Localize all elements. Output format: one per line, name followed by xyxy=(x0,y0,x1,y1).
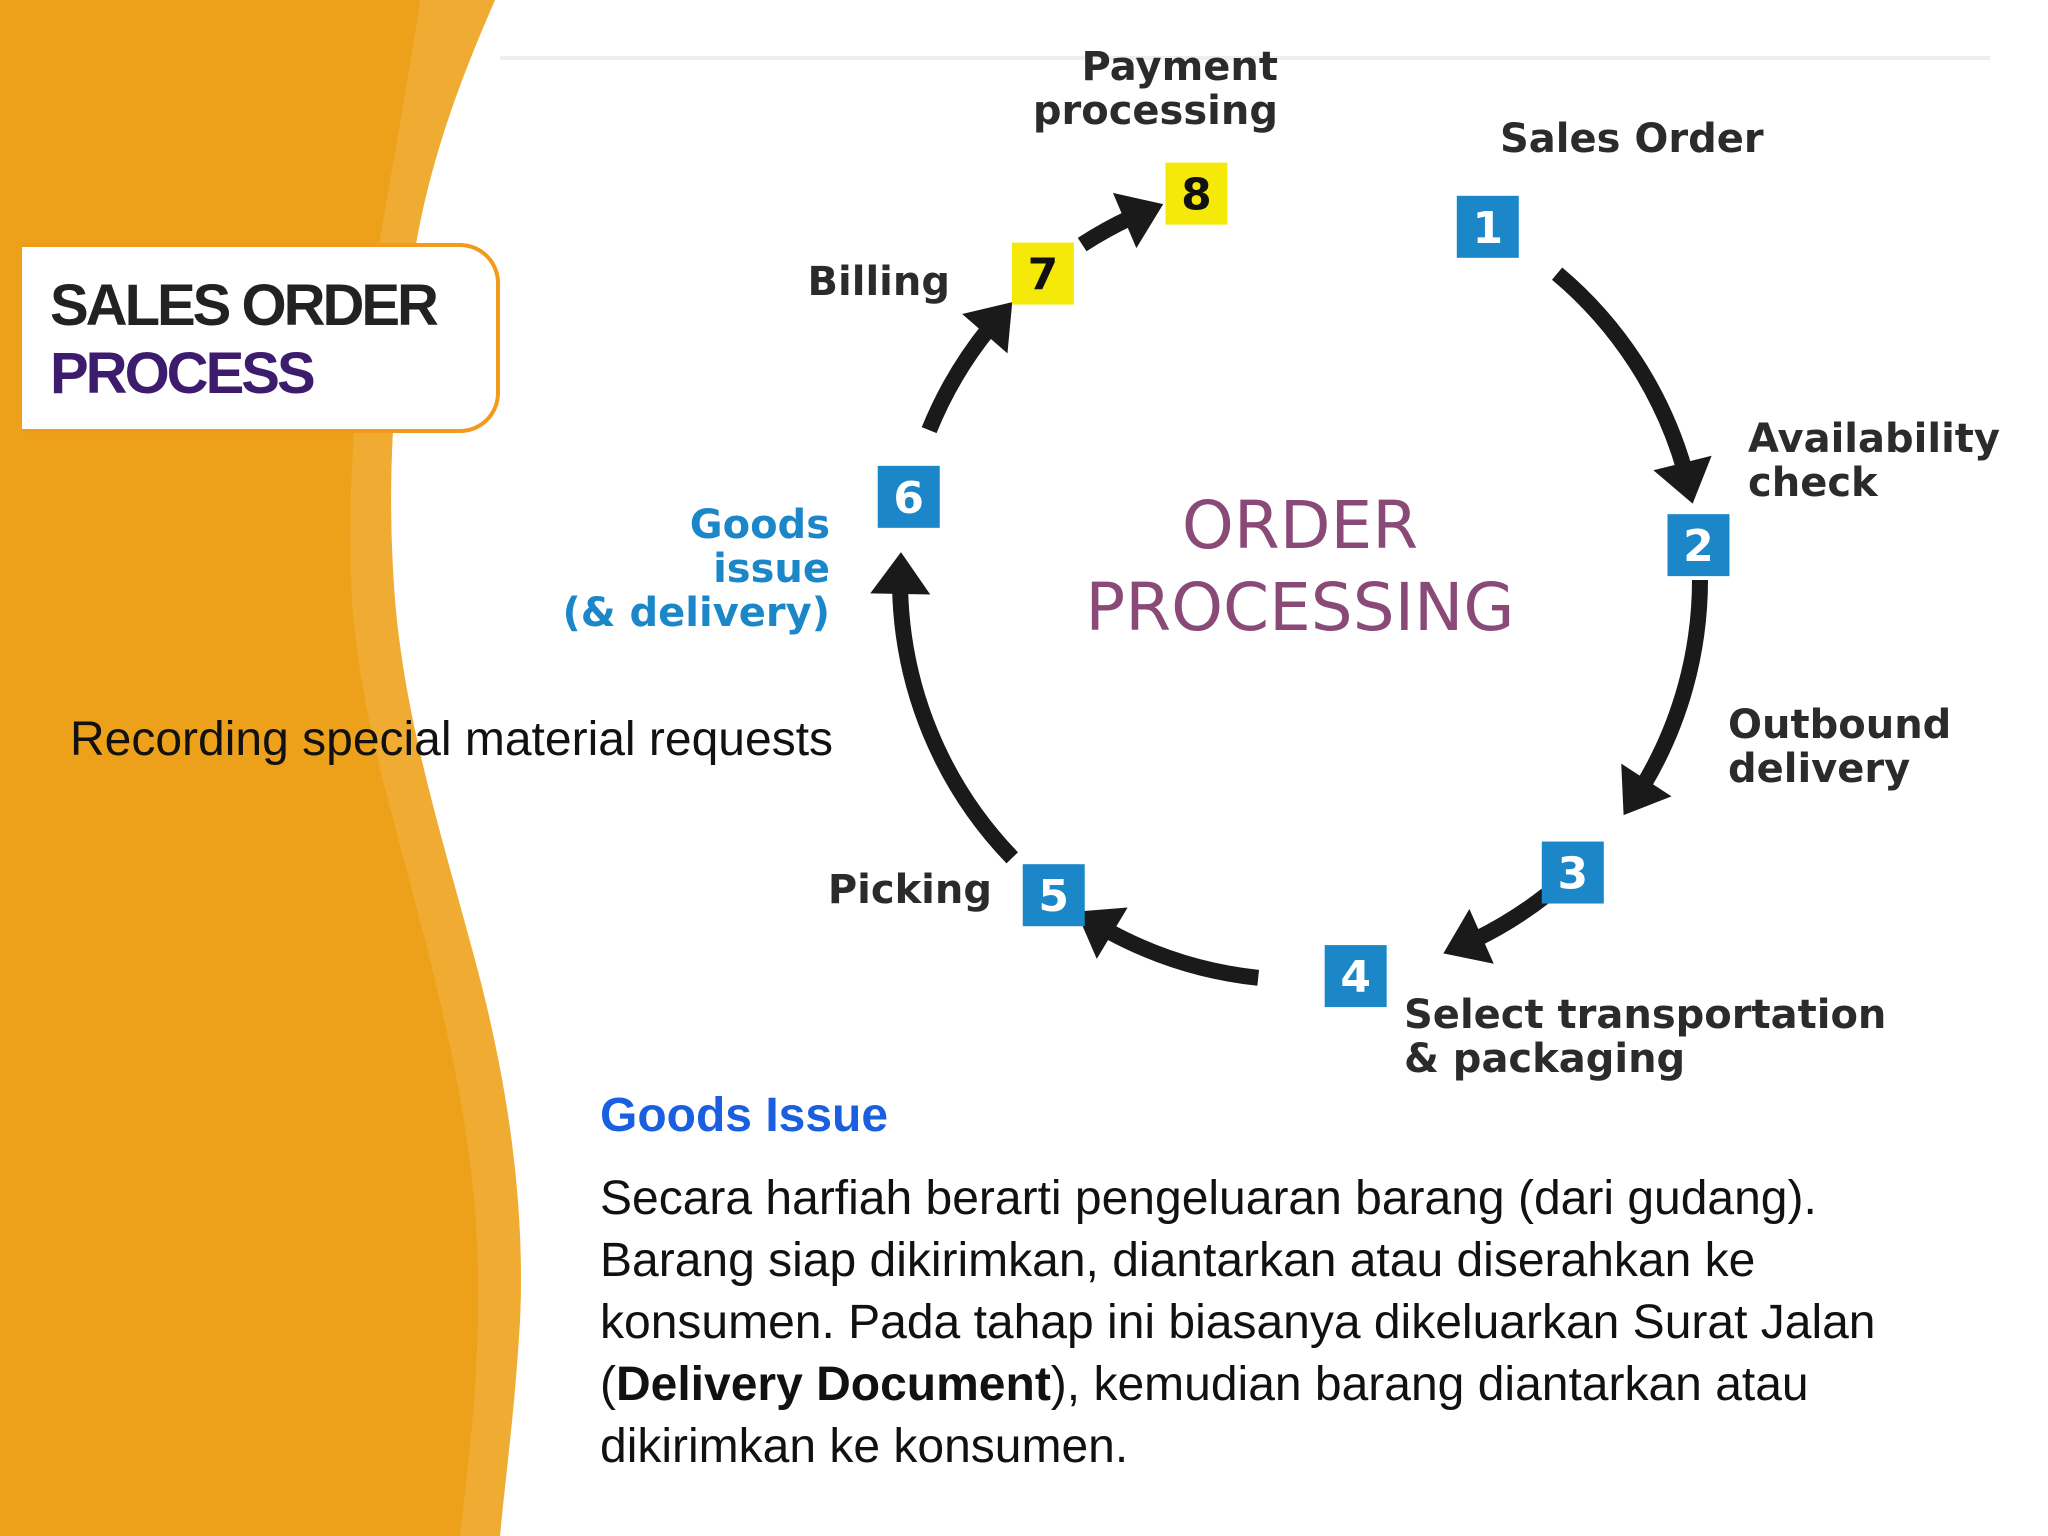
step-7-label-line: Billing xyxy=(808,259,950,305)
step-2-label-line: Availability xyxy=(1748,416,2000,462)
goods-issue-body: Secara harfiah berarti pengeluaran baran… xyxy=(600,1168,1930,1478)
step-5-label-line: Picking xyxy=(828,867,992,913)
step-6-badge xyxy=(877,465,940,528)
goods-issue-body-end: ), kemudian barang diantarkan atau dikir… xyxy=(600,1358,1809,1473)
cycle-arrow-shaft xyxy=(892,586,1019,864)
center-title-line2: PROCESSING xyxy=(1085,569,1514,646)
step-6-label-line: Goods xyxy=(690,502,830,548)
slide-title-line1: SALES ORDER xyxy=(50,273,439,338)
cycle-arrow-shaft xyxy=(1471,888,1552,947)
step-2-label-line: check xyxy=(1748,460,1879,506)
cycle-arrow-shaft xyxy=(1077,210,1135,252)
step-1-number: 1 xyxy=(1472,203,1503,254)
step-3-label-line: Outbound xyxy=(1728,702,1951,748)
title-box xyxy=(22,243,500,433)
step-4-label-line: Select transportation xyxy=(1404,992,1886,1038)
cycle-arrowhead xyxy=(1112,192,1164,249)
step-8-label-line: processing xyxy=(1033,88,1278,134)
cycle-arrowhead xyxy=(1443,908,1494,964)
cycle-arrow-shaft xyxy=(1102,922,1260,986)
step-4-number: 4 xyxy=(1340,952,1371,1003)
step-8-label-line: Payment xyxy=(1082,44,1278,90)
cycle-arrowhead xyxy=(1621,763,1672,816)
step-1-badge xyxy=(1456,195,1519,258)
side-note: Recording special material requests xyxy=(70,713,834,766)
step-7-badge xyxy=(1011,242,1074,305)
goods-issue-body-bold: Delivery Document xyxy=(615,1358,1051,1411)
cycle-arrowhead xyxy=(1653,455,1712,504)
step-3-number: 3 xyxy=(1557,849,1588,900)
goods-issue-body-start: Secara harfiah berarti pengeluaran baran… xyxy=(600,1172,1876,1411)
step-1-label-line: Sales Order xyxy=(1500,116,1764,162)
cycle-arrow-shaft xyxy=(1551,267,1693,472)
cycle-arrowhead xyxy=(870,552,931,595)
step-4-label-line: & packaging xyxy=(1404,1036,1685,1082)
step-5-number: 5 xyxy=(1038,871,1069,922)
step-6-label-line: (& delivery) xyxy=(562,590,830,636)
center-title-line1: ORDER xyxy=(1182,487,1418,564)
step-7-number: 7 xyxy=(1028,250,1059,301)
step-8-badge xyxy=(1165,162,1228,225)
cycle-arrowhead xyxy=(962,302,1013,354)
step-2-number: 2 xyxy=(1683,521,1714,572)
step-3-label-line: delivery xyxy=(1728,746,1910,792)
cycle-arrow-shaft xyxy=(1636,579,1708,791)
cycle-arrow-shaft xyxy=(921,323,996,434)
step-8-number: 8 xyxy=(1181,170,1212,221)
step-5-badge xyxy=(1022,864,1085,927)
step-6-label-line: issue xyxy=(713,546,830,592)
cycle-arrowhead xyxy=(1076,907,1128,959)
step-3-badge xyxy=(1541,841,1604,904)
goods-issue-heading: Goods Issue xyxy=(600,1089,889,1142)
step-4-badge xyxy=(1324,945,1387,1008)
slide-title-line2: PROCESS xyxy=(50,341,316,406)
step-2-badge xyxy=(1667,514,1730,577)
orange-wave-band xyxy=(0,0,521,1536)
step-6-number: 6 xyxy=(893,473,924,524)
